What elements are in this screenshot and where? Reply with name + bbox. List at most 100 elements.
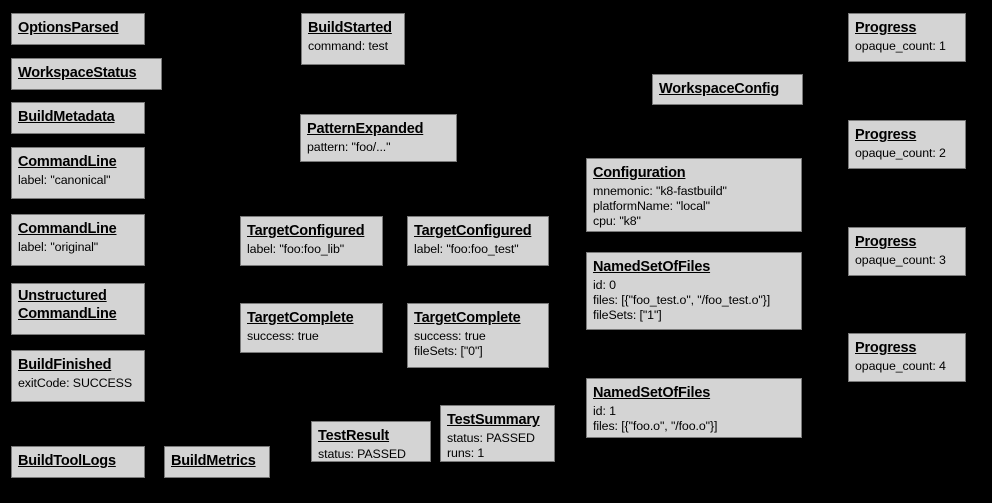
node-title-row: PatternExpanded xyxy=(307,119,451,139)
node-title-line: CommandLine xyxy=(18,305,117,322)
node-build-metadata[interactable]: BuildMetadata xyxy=(11,102,145,134)
node-title-row: NamedSetOfFiles xyxy=(593,257,796,277)
node-command-line-original[interactable]: CommandLine label: "original" xyxy=(11,214,145,266)
node-title-row: CommandLine xyxy=(18,152,139,172)
node-target-configured-foo-lib[interactable]: TargetConfigured label: "foo:foo_lib" xyxy=(240,216,383,266)
node-title: BuildFinished xyxy=(18,357,112,373)
node-field: files: [{"foo_test.o", "/foo_test.o"}] xyxy=(593,292,771,307)
node-field: opaque_count: 2 xyxy=(855,145,946,160)
node-field: runs: 1 xyxy=(447,445,485,460)
node-field: exitCode: SUCCESS xyxy=(18,375,132,390)
node-title-row: BuildMetrics xyxy=(171,451,264,471)
node-workspace-status[interactable]: WorkspaceStatus xyxy=(11,58,162,90)
node-build-started[interactable]: BuildStarted command: test xyxy=(301,13,405,65)
node-progress-4[interactable]: Progress opaque_count: 4 xyxy=(848,333,966,382)
node-field: mnemonic: "k8-fastbuild" xyxy=(593,183,727,198)
node-field: status: PASSED xyxy=(447,430,535,445)
node-target-complete-foo-lib[interactable]: TargetComplete success: true xyxy=(240,303,383,353)
node-title: NamedSetOfFiles xyxy=(593,259,711,275)
node-title: TargetComplete xyxy=(414,310,521,326)
node-field-list: command: test xyxy=(308,39,399,54)
node-title: CommandLine xyxy=(18,221,117,237)
node-field: label: "canonical" xyxy=(18,172,111,187)
node-field: id: 1 xyxy=(593,403,616,418)
node-title: BuildStarted xyxy=(308,20,392,36)
node-build-tool-logs[interactable]: BuildToolLogs xyxy=(11,446,145,478)
node-title-row: WorkspaceConfig xyxy=(659,79,797,99)
node-field: success: true xyxy=(247,328,319,343)
node-title: BuildMetrics xyxy=(171,453,256,469)
node-field: opaque_count: 4 xyxy=(855,358,946,373)
node-field: label: "original" xyxy=(18,239,99,254)
node-title-row: WorkspaceStatus xyxy=(18,63,156,83)
node-field: files: [{"foo.o", "/foo.o"}] xyxy=(593,418,718,433)
node-field-list: opaque_count: 4 xyxy=(855,359,960,374)
node-title: WorkspaceConfig xyxy=(659,81,780,97)
node-title: CommandLine xyxy=(18,154,117,170)
node-title-row: BuildToolLogs xyxy=(18,451,139,471)
node-field: label: "foo:foo_test" xyxy=(414,241,519,256)
node-field: opaque_count: 3 xyxy=(855,252,946,267)
node-title-row: Progress xyxy=(855,18,960,38)
node-title: TestResult xyxy=(318,428,390,444)
node-title-row: Progress xyxy=(855,232,960,252)
node-field: success: true xyxy=(414,328,486,343)
node-title: TargetConfigured xyxy=(414,223,532,239)
node-field: label: "foo:foo_lib" xyxy=(247,241,345,256)
node-progress-2[interactable]: Progress opaque_count: 2 xyxy=(848,120,966,169)
node-field-list: opaque_count: 2 xyxy=(855,146,960,161)
node-title-row: Configuration xyxy=(593,163,796,183)
node-test-result[interactable]: TestResult status: PASSED xyxy=(311,421,431,462)
node-field: id: 0 xyxy=(593,277,616,292)
node-field-list: label: "foo:foo_lib" xyxy=(247,242,377,257)
node-title-row: BuildMetadata xyxy=(18,107,139,127)
node-title-row: Progress xyxy=(855,338,960,358)
node-title-row: CommandLine xyxy=(18,219,139,239)
node-field-list: success: true xyxy=(247,329,377,344)
node-title: NamedSetOfFiles xyxy=(593,385,711,401)
node-title-row: TestResult xyxy=(318,426,425,446)
node-title: TargetComplete xyxy=(247,310,354,326)
node-title: TargetConfigured xyxy=(247,223,365,239)
node-title: WorkspaceStatus xyxy=(18,65,137,81)
node-title: TestSummary xyxy=(447,412,540,428)
node-field-list: status: PASSED xyxy=(318,447,425,462)
node-title-row: Progress xyxy=(855,125,960,145)
node-field: fileSets: ["1"] xyxy=(593,307,662,322)
node-target-configured-foo-test[interactable]: TargetConfigured label: "foo:foo_test" xyxy=(407,216,549,266)
node-field-list: label: "original" xyxy=(18,240,139,255)
node-title-row: TargetComplete xyxy=(247,308,377,328)
node-title: BuildMetadata xyxy=(18,109,115,125)
node-title: Progress xyxy=(855,340,917,356)
node-workspace-config[interactable]: WorkspaceConfig xyxy=(652,74,803,105)
node-field: fileSets: ["0"] xyxy=(414,343,483,358)
node-title: OptionsParsed xyxy=(18,20,119,36)
node-build-metrics[interactable]: BuildMetrics xyxy=(164,446,270,478)
node-title-row: NamedSetOfFiles xyxy=(593,383,796,403)
node-title: Progress xyxy=(855,127,917,143)
node-title-row: TargetConfigured xyxy=(247,221,377,241)
node-field-list: pattern: "foo/..." xyxy=(307,140,451,155)
node-title-row: TargetComplete xyxy=(414,308,543,328)
node-field-list: mnemonic: "k8-fastbuild"platformName: "l… xyxy=(593,184,796,229)
node-build-finished[interactable]: BuildFinished exitCode: SUCCESS xyxy=(11,350,145,402)
node-field-list: exitCode: SUCCESS xyxy=(18,376,139,391)
node-options-parsed[interactable]: OptionsParsed xyxy=(11,13,145,45)
node-title: Progress xyxy=(855,20,917,36)
node-title-row: OptionsParsed xyxy=(18,18,139,38)
node-command-line-canonical[interactable]: CommandLine label: "canonical" xyxy=(11,147,145,199)
